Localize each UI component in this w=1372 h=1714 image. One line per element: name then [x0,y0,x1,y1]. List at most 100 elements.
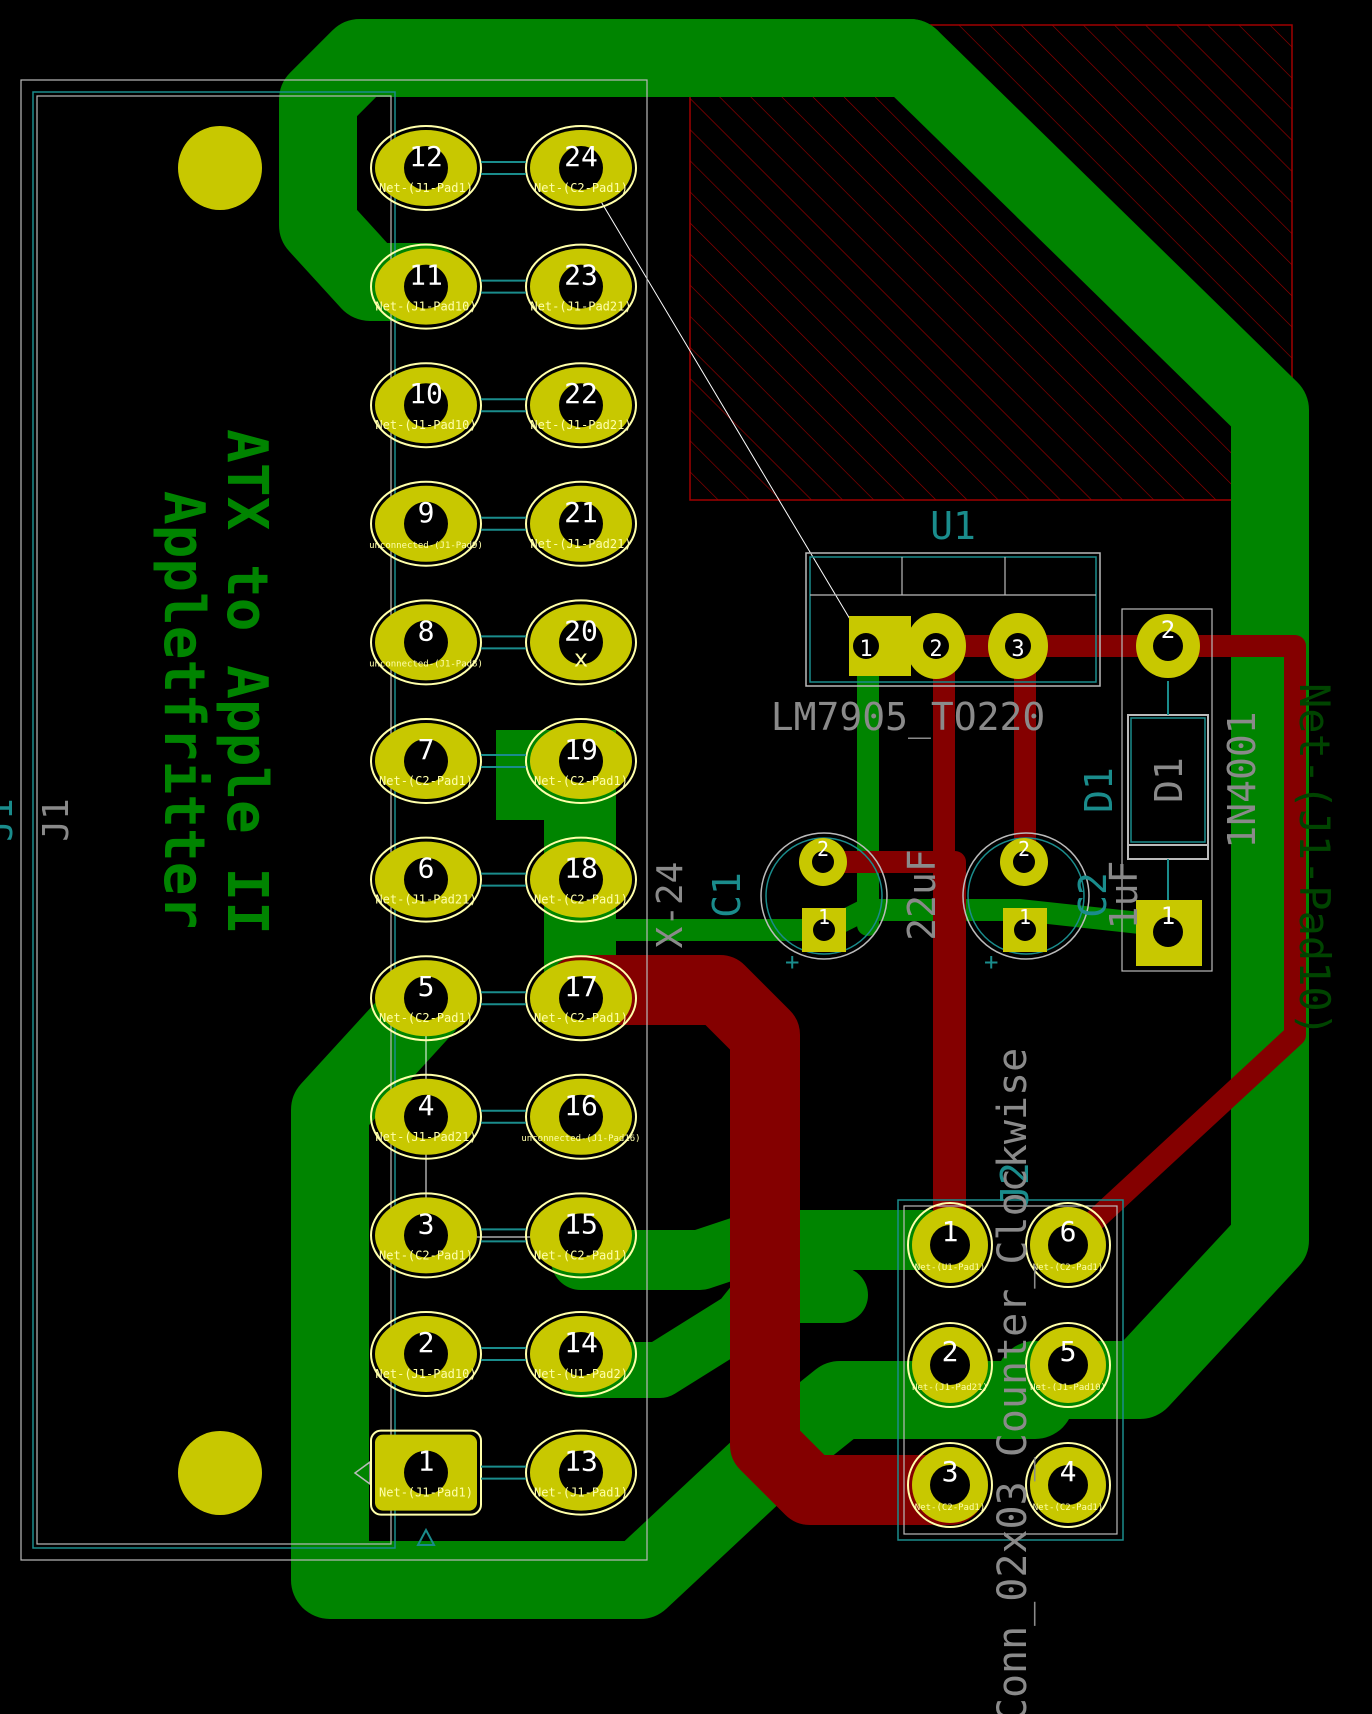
j1-pad-net: unconnected-(J1-Pad16) [521,1134,640,1144]
j2-pad-number: 1 [942,1215,959,1248]
j1-pad-net: Net-(C2-Pad1) [534,1248,628,1262]
j2-pad-net: Net-(C2-Pad1) [1033,1503,1103,1513]
u1-ref: U1 [930,504,976,548]
d1-ref: D1 [1077,767,1121,813]
j1-pad-net: x [574,644,588,672]
j2-pad-number: 3 [942,1455,959,1488]
j1-pad-number: 7 [418,733,435,766]
j1-footprint: X-24 [650,862,691,949]
board-title-line1: Appletfritter [151,491,216,929]
j1-pad-number: 4 [418,1089,435,1122]
j2-header: J2 [897,1162,1124,1541]
j1-pad-number: 1 [418,1445,435,1478]
j1-pad-net: Net-(C2-Pad1) [534,181,628,195]
j1-pad-net: Net-(C2-Pad1) [534,1011,628,1025]
c1-pin2-number: 2 [817,837,829,861]
j2-pad-net: Net-(J1-Pad21) [912,1383,988,1393]
j1-pad-number: 14 [564,1326,598,1359]
j1-pad-number: 10 [409,377,443,410]
j1-pad-number: 15 [564,1207,598,1240]
c1-value: 22uF [900,849,944,941]
j1-pad-number: 8 [418,614,435,647]
j1-pad-net: Net-(J1-Pad21) [375,893,476,907]
j1-pad-number: 3 [418,1207,435,1240]
j1-pad-number: 20 [564,614,598,647]
j1-connector-pads: 12Net-(J1-Pad1)11Net-(J1-Pad10)10Net-(J1… [369,125,641,1516]
j1-pad-net: Net-(J1-Pad10) [375,1367,476,1381]
j2-pad-net: Net-(C2-Pad1) [915,1503,985,1513]
c1-ref: C1 [705,872,749,918]
c2-pin2-number: 2 [1018,837,1030,861]
j1-pad-number: 9 [418,496,435,529]
u1-pin3-number: 3 [1011,637,1024,662]
j1-pad-net: unconnected-(J1-Pad8) [369,659,483,669]
c1-capacitor: 2 1 + C1 22uF [705,832,944,976]
j1-pad-20: 20x [525,599,637,686]
j1-pad-net: Net-(C2-Pad1) [534,893,628,907]
j2-pad-net: Net-(J1-Pad10) [1030,1383,1106,1393]
j1-pad-net: Net-(J1-Pad10) [375,418,476,432]
j1-pad-number: 24 [564,140,598,173]
d1-value: 1N4001 [1220,711,1264,848]
j1-value: J1 [36,798,77,841]
j1-pad-8: 8 unconnected-(J1-Pad8) [369,599,483,686]
j2-pad-number: 2 [942,1335,959,1368]
c2-ref: C2 [1071,872,1115,918]
j1-outline [20,79,648,1561]
j1-pad-net: Net-(J1-Pad21) [530,300,631,314]
d1-pin1-number: 1 [1161,902,1175,930]
j2-value: Conn_02x03_Counter_Clockwise [990,1048,1036,1714]
d1-diode: 2 1 D1 D1 1N4001 [1077,608,1264,972]
u1-value: LM7905_TO220 [771,695,1046,740]
u1-pin1-number: 1 [859,637,872,662]
j1-pad-number: 18 [564,852,598,885]
j1-pad-net: Net-(C2-Pad1) [534,774,628,788]
j1-pad-number: 11 [409,259,443,292]
front-copper-traces [546,635,1306,1525]
j1-pad-net: Net-(J1-Pad1) [534,1486,628,1500]
c1-plus-mark: + [785,948,799,976]
c2-value: 1uF [1102,861,1146,930]
j1-pad-number: 23 [564,259,598,292]
j1-pad-number: 6 [418,852,435,885]
j1-pad-net: Net-(C2-Pad1) [379,1248,473,1262]
j2-pad-number: 5 [1060,1335,1077,1368]
j2-pad-net: Net-(C2-Pad1) [1033,1263,1103,1273]
j2-pad-net: Net-(U1-Pad1) [915,1263,985,1273]
c2-plus-mark: + [984,948,998,976]
j1-pad-number: 19 [564,733,598,766]
j1-pad-number: 17 [564,970,598,1003]
j1-pad-net: Net-(J1-Pad1) [379,181,473,195]
j1-pad-net: Net-(J1-Pad1) [379,1486,473,1500]
j2-pad-number: 6 [1060,1215,1077,1248]
j2-ref: J2 [993,1162,1037,1208]
j1-pad-number: 21 [564,496,598,529]
j1-pad-net: Net-(J1-Pad21) [530,537,631,551]
j1-pad-net: Net-(U1-Pad2) [534,1367,628,1381]
